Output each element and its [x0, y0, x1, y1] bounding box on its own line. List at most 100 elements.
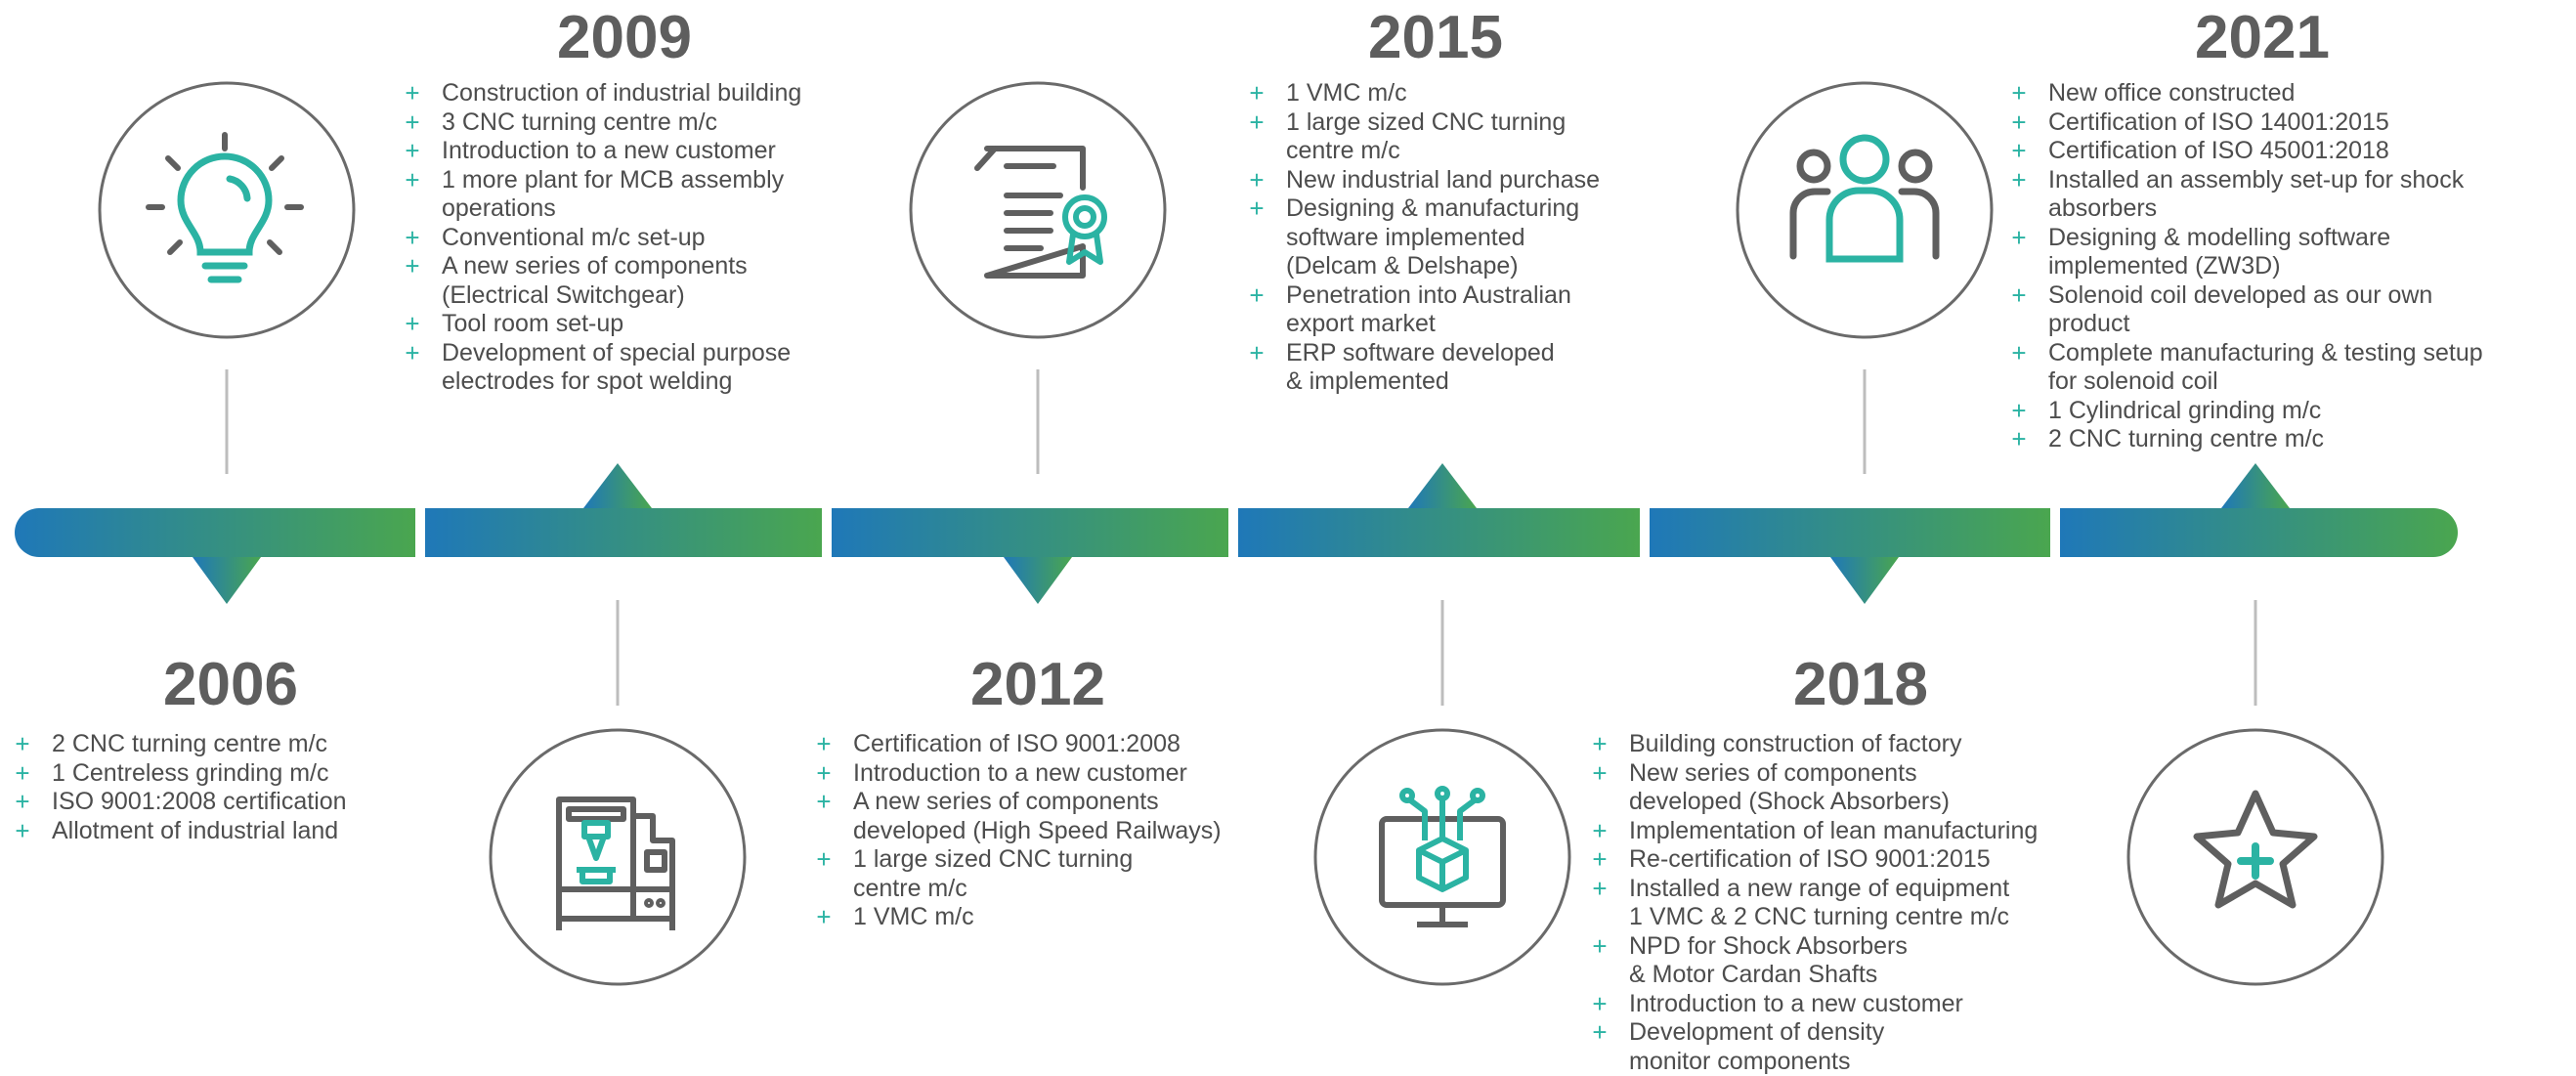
milestone-list-2006: 2 CNC turning centre m/c1 Centreless gri… — [13, 730, 347, 845]
milestone-item-text: ERP software developed — [1286, 339, 1600, 368]
cnc-machine-icon — [559, 799, 672, 930]
milestone-item-text: export market — [1286, 310, 1600, 339]
milestone-item-text: Construction of industrial building — [442, 79, 801, 108]
milestone-item-text: 1 large sized CNC turning — [1286, 108, 1600, 138]
year-label-2009: 2009 — [557, 8, 692, 68]
milestone-item-text: Re-certification of ISO 9001:2015 — [1629, 845, 2038, 875]
milestone-item: Allotment of industrial land — [13, 817, 347, 846]
milestone-item: Tool room set-up — [403, 310, 801, 339]
milestone-item-text: New office constructed — [2048, 79, 2483, 108]
icon-circle-2006 — [100, 83, 354, 337]
milestone-item-text: Installed a new range of equipment — [1629, 875, 2038, 904]
milestone-item-text: Designing & manufacturing — [1286, 194, 1600, 224]
milestone-item: New office constructed — [2009, 79, 2483, 108]
milestone-item: 1 VMC m/c — [814, 903, 1222, 932]
milestone-item-text: NPD for Shock Absorbers — [1629, 932, 2038, 962]
milestone-item-text: Allotment of industrial land — [52, 817, 347, 846]
star-plus-icon — [2197, 794, 2314, 905]
milestone-list-2021: New office constructedCertification of I… — [2009, 79, 2483, 454]
timeline-bar — [15, 463, 2458, 604]
milestone-item: Installed an assembly set-up for shockab… — [2009, 166, 2483, 224]
milestone-item: 2 CNC turning centre m/c — [13, 730, 347, 759]
milestone-item-text: 1 VMC m/c — [1286, 79, 1600, 108]
milestone-item-text: product — [2048, 310, 2483, 339]
milestone-item-text: Development of density — [1629, 1018, 2038, 1048]
milestone-item: 3 CNC turning centre m/c — [403, 108, 801, 138]
milestone-item: Re-certification of ISO 9001:2015 — [1590, 845, 2038, 875]
milestone-item-text: 1 VMC m/c — [853, 903, 1222, 932]
milestone-item-text: Introduction to a new customer — [442, 137, 801, 166]
milestone-item: Certification of ISO 45001:2018 — [2009, 137, 2483, 166]
milestone-list-2012: Certification of ISO 9001:2008Introducti… — [814, 730, 1222, 932]
icon-circle-2009 — [491, 730, 745, 984]
milestone-item-text: A new series of components — [442, 252, 801, 281]
milestone-item-text: electrodes for spot welding — [442, 367, 801, 397]
milestone-item-text: Tool room set-up — [442, 310, 801, 339]
milestone-item: Construction of industrial building — [403, 79, 801, 108]
milestone-item-text: 2 CNC turning centre m/c — [2048, 425, 2483, 454]
milestone-item-text: centre m/c — [1286, 137, 1600, 166]
year-label-2015: 2015 — [1368, 8, 1503, 68]
certificate-icon — [977, 149, 1104, 276]
milestone-item-text: 1 Cylindrical grinding m/c — [2048, 397, 2483, 426]
milestone-item: Complete manufacturing & testing setupfo… — [2009, 339, 2483, 397]
milestone-item-text: Solenoid coil developed as our own — [2048, 281, 2483, 311]
milestone-item: Development of special purposeelectrodes… — [403, 339, 801, 397]
milestone-item: ISO 9001:2008 certification — [13, 788, 347, 817]
milestone-item-text: 3 CNC turning centre m/c — [442, 108, 801, 138]
milestone-item-text: Introduction to a new customer — [853, 759, 1222, 789]
milestone-item-text: Complete manufacturing & testing setup — [2048, 339, 2483, 368]
lightbulb-icon — [149, 135, 301, 280]
milestone-item-text: Penetration into Australian — [1286, 281, 1600, 311]
milestone-list-2018: Building construction of factoryNew seri… — [1590, 730, 2038, 1076]
milestone-item-text: Certification of ISO 14001:2015 — [2048, 108, 2483, 138]
year-label-2021: 2021 — [2195, 8, 2330, 68]
year-label-2018: 2018 — [1793, 655, 1928, 715]
milestone-item: 1 Centreless grinding m/c — [13, 759, 347, 789]
milestone-item-text: operations — [442, 194, 801, 224]
milestone-item: Certification of ISO 9001:2008 — [814, 730, 1222, 759]
milestone-item-text: 1 Centreless grinding m/c — [52, 759, 347, 789]
milestone-item: Implementation of lean manufacturing — [1590, 817, 2038, 846]
milestone-item-text: Installed an assembly set-up for shock — [2048, 166, 2483, 195]
milestone-item-text: & implemented — [1286, 367, 1600, 397]
milestone-item: Introduction to a new customer — [814, 759, 1222, 789]
milestone-item: Conventional m/c set-up — [403, 224, 801, 253]
milestone-item-text: Implementation of lean manufacturing — [1629, 817, 2038, 846]
milestone-item: NPD for Shock Absorbers& Motor Cardan Sh… — [1590, 932, 2038, 990]
milestone-item: ERP software developed& implemented — [1247, 339, 1600, 397]
milestone-item-text: 2 CNC turning centre m/c — [52, 730, 347, 759]
milestone-item-text: Certification of ISO 9001:2008 — [853, 730, 1222, 759]
milestone-item-text: 1 large sized CNC turning — [853, 845, 1222, 875]
milestone-item-text: Conventional m/c set-up — [442, 224, 801, 253]
milestone-item-text: (Electrical Switchgear) — [442, 281, 801, 311]
milestone-item-text: implemented (ZW3D) — [2048, 252, 2483, 281]
icon-circle-2015 — [1315, 730, 1569, 984]
milestone-item: A new series of components(Electrical Sw… — [403, 252, 801, 310]
milestone-item-text: A new series of components — [853, 788, 1222, 817]
year-label-2006: 2006 — [163, 655, 298, 715]
milestone-item: Building construction of factory — [1590, 730, 2038, 759]
milestone-item: 1 VMC m/c — [1247, 79, 1600, 108]
milestone-item-text: New series of components — [1629, 759, 2038, 789]
milestone-item: 2 CNC turning centre m/c — [2009, 425, 2483, 454]
milestone-list-2009: Construction of industrial building3 CNC… — [403, 79, 801, 397]
milestone-item-text: Certification of ISO 45001:2018 — [2048, 137, 2483, 166]
milestone-item-text: absorbers — [2048, 194, 2483, 224]
milestone-item-text: Building construction of factory — [1629, 730, 2038, 759]
milestone-item-text: New industrial land purchase — [1286, 166, 1600, 195]
milestone-item-text: ISO 9001:2008 certification — [52, 788, 347, 817]
people-group-icon — [1793, 138, 1936, 259]
milestone-item: Solenoid coil developed as our ownproduc… — [2009, 281, 2483, 339]
milestone-item-text: (Delcam & Delshape) — [1286, 252, 1600, 281]
milestone-item-text: Development of special purpose — [442, 339, 801, 368]
milestone-item-text: 1 VMC & 2 CNC turning centre m/c — [1629, 903, 2038, 932]
